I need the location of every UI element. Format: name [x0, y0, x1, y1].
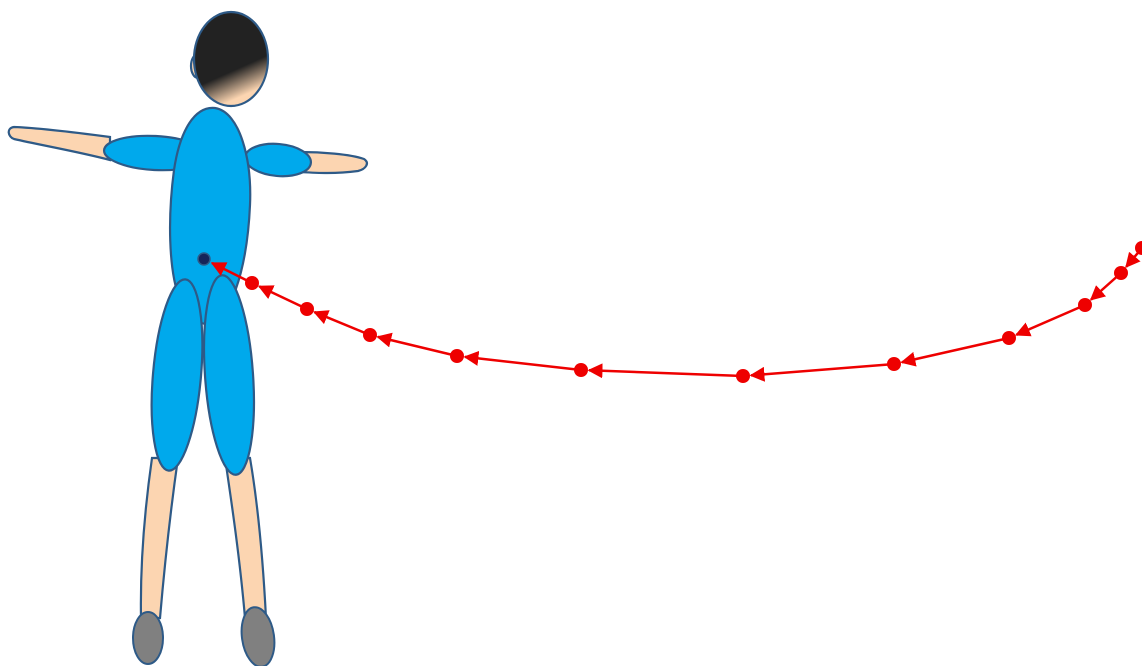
trajectory: [212, 241, 1142, 383]
trajectory-point: [574, 363, 588, 377]
right-thigh: [198, 274, 260, 477]
right-shin: [225, 458, 266, 618]
trajectory-point: [300, 302, 314, 316]
trajectory-arrow: [314, 312, 370, 335]
trajectory-point: [450, 349, 464, 363]
trajectory-arrow: [259, 286, 307, 309]
trajectory-arrow: [589, 370, 743, 376]
trajectory-arrow: [465, 357, 581, 370]
trajectory-arrow: [902, 338, 1009, 362]
human-figure: [9, 12, 367, 666]
trajectory-point: [1114, 266, 1128, 280]
head: [194, 12, 268, 106]
trajectory-point: [245, 276, 259, 290]
trajectory-arrow: [378, 337, 457, 356]
trajectory-point: [1002, 331, 1016, 345]
trajectory-point: [736, 369, 750, 383]
trajectory-point: [363, 328, 377, 342]
left-forearm: [9, 127, 110, 160]
left-thigh: [145, 277, 210, 472]
trajectory-point: [887, 357, 901, 371]
left-shin: [141, 458, 178, 618]
right-upper-arm: [244, 141, 313, 179]
trajectory-arrow: [751, 364, 894, 375]
trajectory-arrow: [1016, 305, 1085, 335]
center-of-mass-dot: [198, 253, 210, 265]
left-shoe: [133, 612, 163, 664]
trajectory-point: [1135, 241, 1142, 255]
trajectory-point: [1078, 298, 1092, 312]
